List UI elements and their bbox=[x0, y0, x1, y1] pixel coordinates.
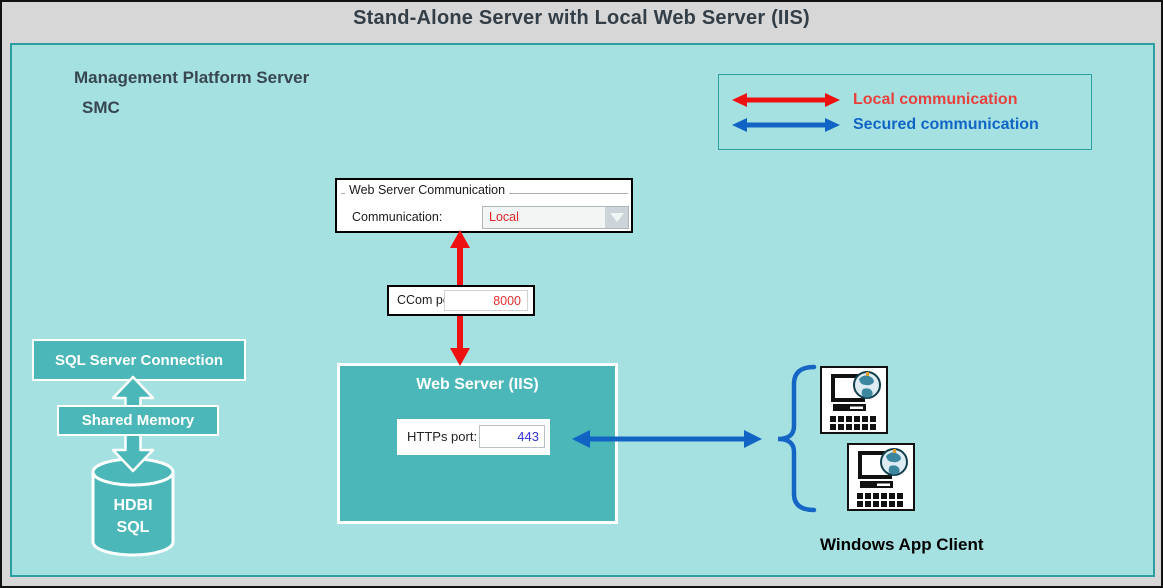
ccom-port-input[interactable] bbox=[444, 290, 528, 311]
sql-server-connection-box: SQL Server Connection bbox=[32, 339, 246, 381]
page-title: Stand-Alone Server with Local Web Server… bbox=[353, 7, 810, 29]
shared-memory-box: Shared Memory bbox=[57, 405, 219, 436]
legend-row-secured: Secured communication bbox=[731, 115, 1039, 135]
legend-secured-label: Secured communication bbox=[853, 116, 1039, 133]
sql-server-connection-label: SQL Server Connection bbox=[54, 351, 224, 369]
communication-label: Communication: bbox=[352, 210, 443, 224]
ccom-port-box: CCom port: bbox=[387, 285, 535, 316]
chevron-down-icon bbox=[609, 213, 624, 222]
shared-memory-label: Shared Memory bbox=[81, 412, 195, 429]
client-computer-icon bbox=[820, 366, 888, 434]
communication-dropdown[interactable]: Local bbox=[482, 206, 629, 229]
legend-row-local: Local communication bbox=[731, 90, 1017, 110]
secured-communication-arrow-icon bbox=[732, 118, 840, 132]
windows-app-client-label: Windows App Client bbox=[820, 535, 984, 554]
https-port-label: HTTPs port: bbox=[407, 429, 478, 444]
web-server-communication-groupbox: Web Server Communication Communication: … bbox=[335, 178, 633, 233]
communication-dropdown-button[interactable] bbox=[605, 207, 628, 228]
https-port-box: HTTPs port: bbox=[397, 419, 550, 455]
web-server-iis-panel: Web Server (IIS) HTTPs port: bbox=[337, 363, 618, 524]
platform-subtitle: SMC bbox=[82, 98, 120, 117]
communication-dropdown-value: Local bbox=[489, 210, 519, 224]
legend-local-label: Local communication bbox=[853, 91, 1018, 108]
database-label-line1: HDBI bbox=[113, 497, 153, 514]
local-communication-arrow-icon bbox=[732, 93, 840, 107]
web-server-iis-title: Web Server (IIS) bbox=[416, 376, 539, 393]
platform-title: Management Platform Server bbox=[74, 68, 310, 87]
database-label-line2: SQL bbox=[116, 519, 150, 536]
groupbox-title: Web Server Communication bbox=[345, 183, 510, 197]
legend-box: Local communication Secured communicatio… bbox=[718, 74, 1092, 150]
https-port-input[interactable] bbox=[479, 425, 545, 448]
client-computer-icon bbox=[847, 443, 915, 511]
